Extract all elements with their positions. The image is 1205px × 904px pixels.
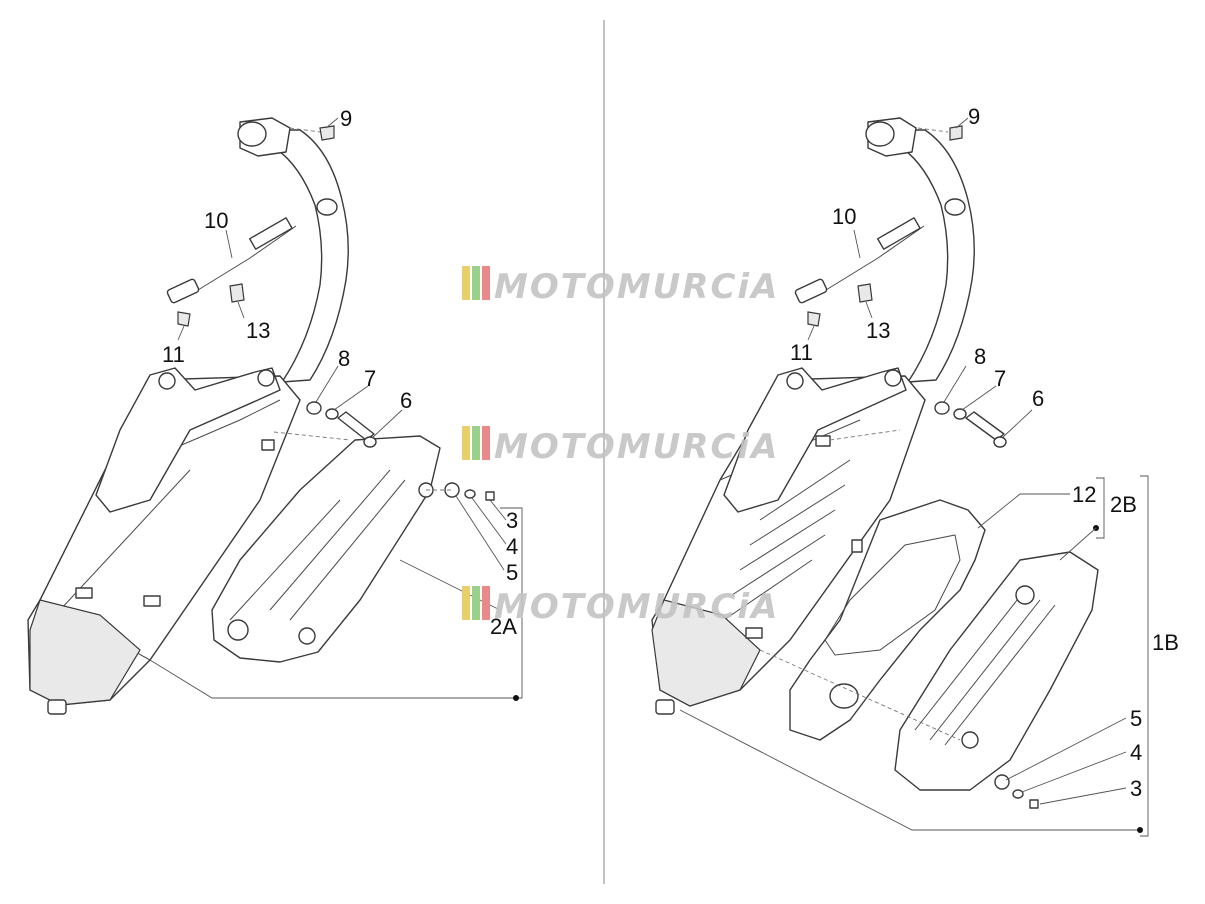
left-label-6: 6	[400, 388, 412, 413]
left-part-13	[229, 283, 245, 303]
left-label-3: 3	[506, 508, 518, 533]
left-screw-3	[485, 491, 495, 501]
right-label-7: 7	[994, 366, 1006, 391]
right-bolt-6	[965, 411, 1005, 441]
right-label-13: 13	[866, 318, 890, 343]
right-label-10: 10	[832, 204, 856, 229]
left-label-4: 4	[506, 534, 518, 559]
left-washer-8	[306, 401, 322, 415]
left-label-11: 11	[162, 342, 185, 367]
right-part-9	[949, 125, 963, 141]
left-end-cap	[29, 599, 141, 706]
left-grommet-5	[444, 482, 460, 498]
right-washer-7	[953, 408, 967, 420]
right-lambda-sensor	[825, 225, 925, 291]
right-label-3: 3	[1130, 776, 1142, 801]
right-screw-3	[1029, 799, 1039, 809]
right-label-1B: 1B	[1152, 630, 1179, 655]
left-part-9	[319, 125, 335, 141]
right-label-5: 5	[1130, 706, 1142, 731]
right-label-8: 8	[974, 344, 986, 369]
right-exhaust-pipe	[889, 129, 975, 383]
left-label-8: 8	[338, 346, 350, 371]
right-grommet-5	[994, 774, 1010, 790]
watermark-text-1: MOTOMURCiA	[494, 267, 779, 307]
right-labels: 9 10 11 13 8 7 6 12 2B 1B 5 4 3	[790, 104, 1179, 805]
watermark-1: MOTOMURCiA	[462, 266, 779, 307]
left-lambda-sensor	[197, 225, 297, 291]
left-label-13: 13	[246, 318, 270, 343]
watermark-text-2: MOTOMURCiA	[494, 427, 779, 467]
right-label-6: 6	[1032, 386, 1044, 411]
left-label-7: 7	[364, 366, 376, 391]
right-label-4: 4	[1130, 740, 1142, 765]
left-label-2A: 2A	[490, 614, 517, 639]
left-assembly	[27, 117, 523, 715]
right-washer-4	[1012, 789, 1024, 799]
left-label-10: 10	[204, 208, 228, 233]
left-mount-bracket	[95, 367, 281, 513]
left-labels: 9 10 11 13 8 7 6 3 4 5 2A	[162, 106, 518, 639]
left-label-9: 9	[340, 106, 352, 131]
left-heat-shield	[211, 435, 441, 663]
right-part-11	[807, 311, 821, 327]
left-washer-7	[325, 408, 339, 420]
watermark-3: MOTOMURCiA	[462, 586, 779, 627]
right-label-11: 11	[790, 340, 813, 365]
left-part-11	[177, 311, 191, 327]
left-bolt-6	[337, 411, 375, 441]
right-label-12: 12	[1072, 482, 1096, 507]
right-end-cap	[651, 599, 761, 707]
left-washer-4	[464, 489, 476, 499]
left-label-5: 5	[506, 560, 518, 585]
right-washer-8	[934, 401, 950, 415]
left-exhaust-pipe	[261, 129, 349, 383]
watermark-2: MOTOMURCiA	[462, 426, 779, 467]
right-label-9: 9	[968, 104, 980, 129]
watermark-text-3: MOTOMURCiA	[494, 587, 779, 627]
right-assembly	[651, 117, 1149, 837]
right-part-13	[857, 283, 873, 303]
right-mount-bracket	[723, 367, 907, 513]
right-label-2B: 2B	[1110, 492, 1137, 517]
